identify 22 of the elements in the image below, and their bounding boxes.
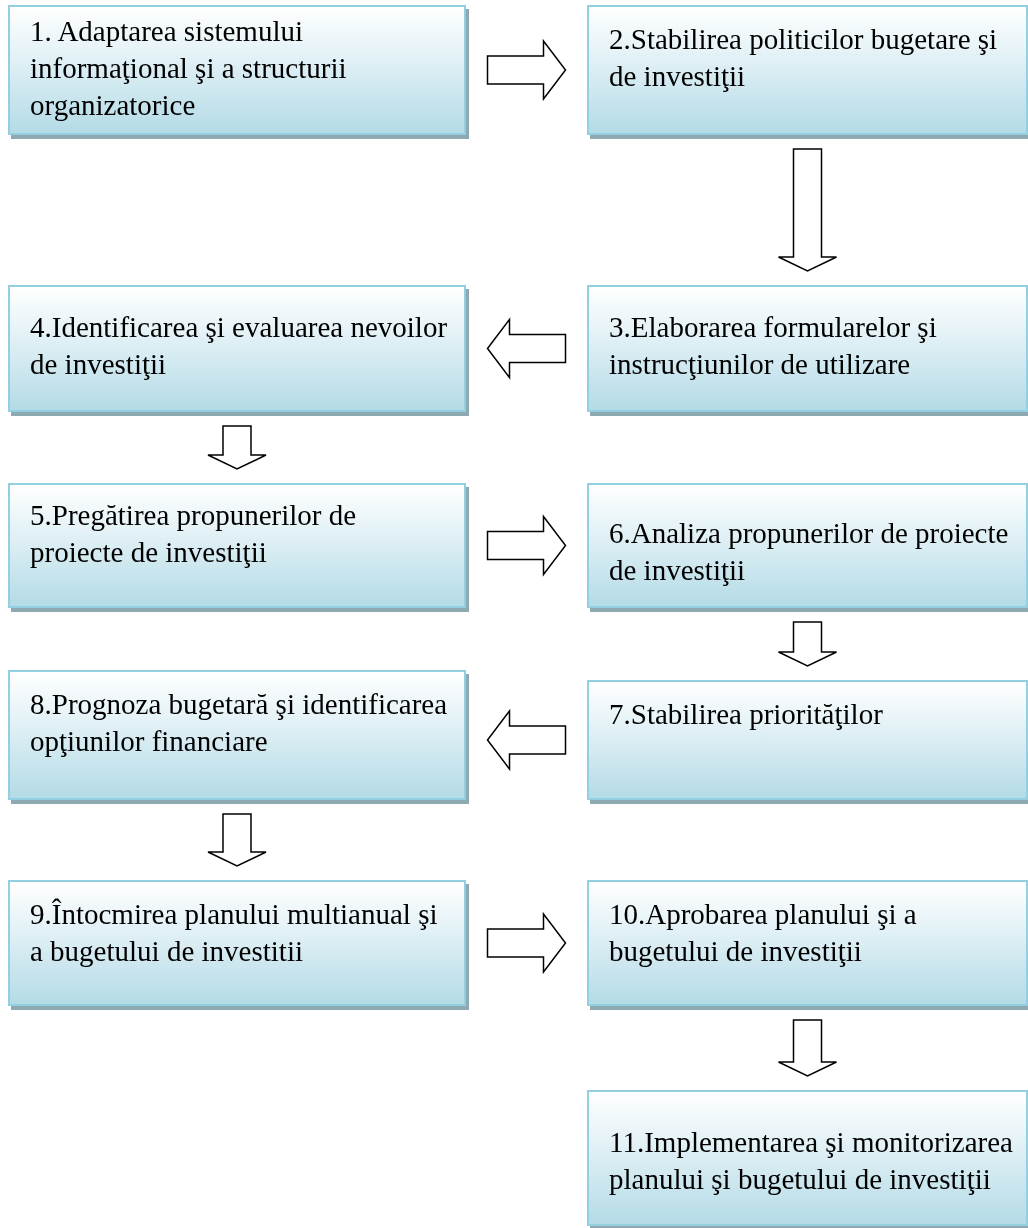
block-arrow [486,514,567,577]
block-arrow [207,425,267,470]
block-arrow [486,317,567,380]
step-text: 5.Pregătirea propunerilor de proiecte de investiţii [30,498,358,570]
step-text: 6.Analiza propunerilor de proiecte de investiţii [609,516,1010,588]
step-text: 3.Elaborarea formularelor şi instrucţiunilor de utilizare [609,310,938,382]
block-arrow [486,38,567,102]
block-arrow [777,148,838,272]
step-text: 7.Stabilirea priorităţilor [609,697,884,732]
step-text: 8.Prognoza bugetară şi identificarea opţiunilor financiare [30,687,449,759]
block-arrow [486,911,567,975]
step-text: 2.Stabilirea politicilor bugetare şi de investiţii [609,22,999,94]
step-text: 4.Identificarea şi evaluarea nevoilor de investiţii [30,310,449,382]
block-arrow [486,708,567,772]
step-text: 11.Implementarea şi monitorizarea planului şi bugetului de investiţii [609,1125,1014,1197]
block-arrow [207,813,267,867]
step-text: 1. Adaptarea sistemului informaţional şi a structurii organizatorice [30,14,348,123]
block-arrow [777,1019,838,1077]
step-text: 9.Întocmirea planului multianual şi a bugetului de investitii [30,897,439,969]
process-box [587,1090,1028,1226]
step-text: 10.Aprobarea planului şi a bugetului de investiţii [609,897,918,969]
block-arrow [777,621,838,667]
